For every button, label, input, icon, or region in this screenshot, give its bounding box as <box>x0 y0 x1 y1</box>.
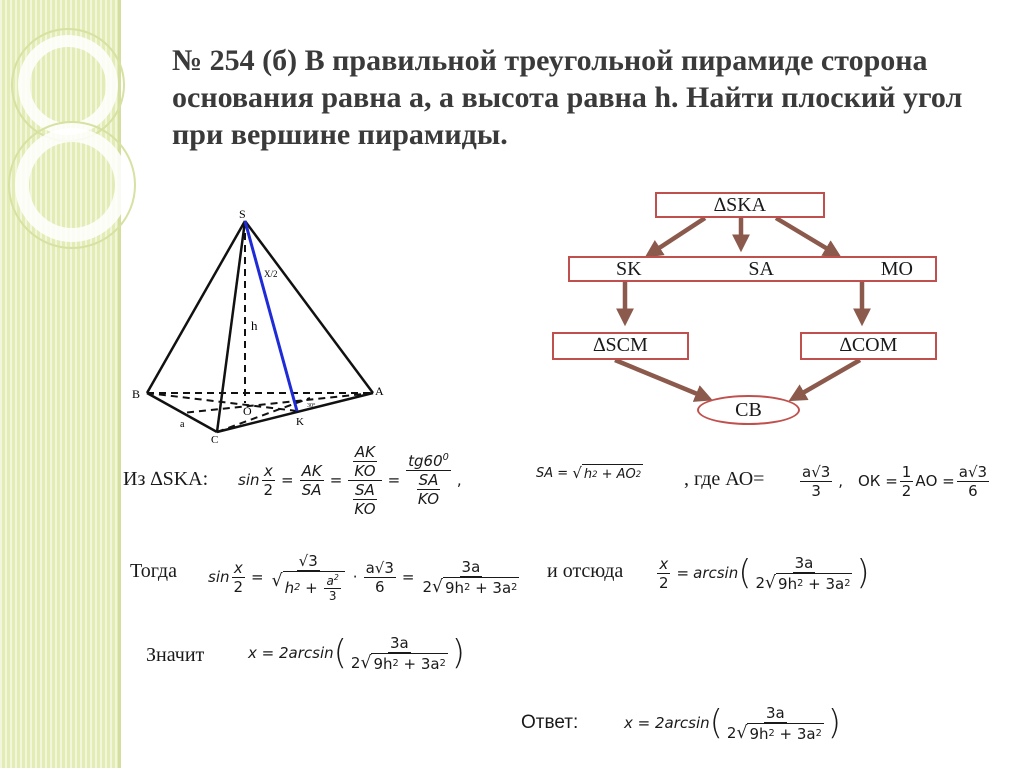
flow-box-ska: ∆SKA <box>655 192 825 218</box>
label-b: B <box>132 387 140 401</box>
label-a: A <box>375 384 384 398</box>
flow-mo: MO <box>880 258 913 280</box>
means-label: Значит <box>146 644 205 666</box>
answer-label: Ответ: <box>521 712 579 733</box>
label-o: O <box>243 404 252 418</box>
where-ao-label: , где АО= <box>684 468 765 490</box>
flow-box-row: SK SA MO <box>568 256 937 282</box>
decor-circles <box>8 28 136 249</box>
flow-box-cb: CB <box>697 395 800 425</box>
label-c: C <box>211 434 218 445</box>
label-x-half: X/2 <box>264 269 278 279</box>
label-angle: 30° <box>307 402 316 409</box>
label-h: h <box>251 318 258 333</box>
title-line-1: № 254 (б) В правильной треугольной пирам… <box>172 44 928 77</box>
hence-label: и отсюда <box>547 560 624 582</box>
flow-box-scm: ∆SCM <box>552 332 689 360</box>
pyramid-diagram: S A B C O K h a X/2 30° <box>132 207 384 445</box>
title-line-2: основания равна а, а высота равна h. Най… <box>172 81 963 114</box>
decor-stripe-edge <box>118 0 121 768</box>
flow-box-com: ∆COM <box>800 332 937 360</box>
title-line-3: при вершине пирамиды. <box>172 118 508 151</box>
problem-title: № 254 (б) В правильной треугольной пирам… <box>172 42 972 153</box>
label-k: K <box>296 416 304 428</box>
label-side-a: a <box>180 419 185 430</box>
label-s: S <box>239 207 246 221</box>
then-label: Тогда <box>130 560 177 582</box>
flow-sa: SA <box>748 258 774 280</box>
flow-sk: SK <box>616 258 642 280</box>
from-ska-label: Из ∆SKA: <box>123 468 209 490</box>
